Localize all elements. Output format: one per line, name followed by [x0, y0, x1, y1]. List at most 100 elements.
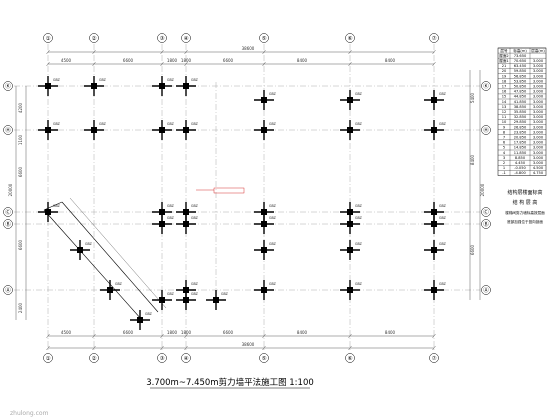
level-table-cell: 屋面1 — [499, 58, 508, 63]
tick-bottom-total-3 — [184, 345, 188, 351]
wall-column-26: GBZ — [340, 280, 363, 300]
tick-top-total-3 — [184, 49, 188, 55]
level-table-cell: 3.000 — [533, 69, 544, 73]
level-table-cell: 1 — [503, 166, 505, 170]
level-table-cell: 59.850 — [514, 69, 527, 73]
level-table-cell: -1 — [502, 171, 506, 175]
tick-bottom-bay-0 — [46, 333, 50, 339]
wall-column-6: GBZ — [254, 90, 277, 110]
level-table-cell: 3.000 — [533, 141, 544, 145]
level-table-cell: 4.750 — [533, 171, 544, 175]
level-table-cell: 47.850 — [514, 90, 527, 94]
column-tag: GBZ — [439, 92, 447, 96]
wall-column-21: GBZ — [254, 214, 277, 234]
axis-label-bottom-4: ④ — [184, 356, 189, 362]
wall-column-0: GBZ — [38, 76, 61, 96]
wall-column-2: GBZ — [38, 120, 61, 140]
axis-label-left-A: Ⓐ — [5, 286, 11, 294]
axis-label-right-A: Ⓐ — [483, 286, 489, 294]
level-table-cell: 3.000 — [533, 115, 544, 119]
column-tag: GBZ — [167, 78, 175, 82]
wall-column-20: GBZ — [176, 214, 199, 234]
column-tag: GBZ — [439, 122, 447, 126]
wall-column-10: GBZ — [176, 120, 199, 140]
dimension-lines — [15, 49, 481, 351]
tick-bottom-total-6 — [432, 345, 436, 351]
watermark: zhulong.com — [10, 410, 49, 417]
grid-lines — [14, 44, 480, 352]
axis-label-top-7: ⑦ — [432, 35, 437, 42]
column-tag: GBZ — [167, 204, 175, 208]
left-bay-5: 2400 — [18, 302, 23, 313]
axis-label-top-3: ③ — [160, 36, 165, 42]
axis-label-left-B: Ⓑ — [5, 220, 11, 228]
axis-bubbles-bottom: ① ② ③ ④ ⑤ ⑥ ⑦ — [43, 353, 439, 363]
tick-bottom-bay-1 — [92, 333, 96, 339]
column-tag: GBZ — [115, 282, 123, 286]
wall-column-19: GBZ — [152, 214, 175, 234]
top-bay-3: 1800 — [167, 58, 178, 63]
tick-bottom-total-2 — [160, 345, 164, 351]
column-tag: GBZ — [85, 242, 93, 246]
tick-bottom-bay-2 — [160, 333, 164, 339]
axis-label-bottom-3: ③ — [160, 356, 165, 362]
wall-column-34: GBZ — [38, 202, 61, 222]
tick-top-total-1 — [92, 49, 96, 55]
level-table-cell: 标高(m) — [513, 48, 527, 53]
bottom-bay-2: 6600 — [123, 330, 134, 335]
column-tag: GBZ — [269, 204, 277, 208]
tick-top-total-0 — [46, 49, 50, 55]
column-tag: GBZ — [269, 282, 277, 286]
level-table-cell: 12 — [502, 110, 507, 114]
left-bay-1: 4200 — [18, 102, 23, 113]
tick-top-bay-5 — [348, 61, 352, 67]
level-table-cell: 屋面2 — [499, 53, 508, 58]
top-bay-2: 6600 — [123, 58, 134, 63]
level-table-cell: 20.850 — [514, 136, 527, 140]
bottom-bay-1: 4500 — [61, 330, 72, 335]
wall-column-37: GBZ — [130, 310, 153, 330]
level-table-cell: 16 — [502, 90, 507, 94]
column-tag: GBZ — [355, 122, 363, 126]
axis-label-bottom-6: ⑥ — [348, 356, 353, 362]
annotation-marker — [196, 187, 245, 194]
tick-top-bay-1 — [92, 61, 96, 67]
level-table-cell: 4.500 — [533, 166, 544, 170]
top-bay-4: 1800 — [181, 58, 192, 63]
axis-label-bottom-5: ⑤ — [262, 356, 267, 362]
tick-bottom-bay-5 — [348, 333, 352, 339]
level-table-cell: 3.000 — [533, 136, 544, 140]
bottom-bay-7: 8400 — [385, 330, 396, 335]
column-tag: GBZ — [439, 216, 447, 220]
column-tag: GBZ — [191, 282, 199, 286]
tick-top-bay-2 — [160, 61, 164, 67]
level-table-cell: 层高(m) — [531, 48, 545, 53]
tick-bottom-bay-6 — [432, 333, 436, 339]
axis-bubbles-side: Ⓚ Ⓗ Ⓒ Ⓑ Ⓐ Ⓚ Ⓗ Ⓒ Ⓑ Ⓐ — [3, 81, 491, 295]
tick-top-total-6 — [432, 49, 436, 55]
level-table-cell: 3.000 — [533, 125, 544, 129]
wall-column-30: GBZ — [206, 290, 229, 310]
column-tag: GBZ — [355, 242, 363, 246]
column-tag: GBZ — [269, 216, 277, 220]
table-note-2: 底部加强位于竖向剖面 — [507, 219, 543, 224]
level-table-cell: 4.450 — [515, 161, 526, 165]
level-table-cell: 35.850 — [514, 110, 527, 114]
level-table-cell: 20 — [502, 69, 507, 73]
axis-label-right-C: Ⓒ — [483, 208, 489, 216]
wall-column-23: GBZ — [424, 214, 447, 234]
right-bay-1: 5400 — [470, 92, 475, 103]
right-bay-2: 8400 — [470, 154, 475, 165]
level-table-cell: 3.000 — [533, 120, 544, 124]
tick-bottom-bay-3 — [184, 333, 188, 339]
level-table-cell: 15 — [502, 95, 507, 99]
column-tag: GBZ — [99, 122, 107, 126]
level-table-cell: 17 — [502, 85, 507, 89]
level-table-cell: 70.650 — [514, 59, 527, 63]
level-table-cell: 13 — [502, 105, 507, 109]
axis-label-left-H: Ⓗ — [5, 126, 11, 134]
left-bay-4: 6600 — [18, 239, 23, 250]
column-tag: GBZ — [269, 92, 277, 96]
table-note-1: 楼梯间剪力墙标高按层面 — [505, 210, 545, 215]
